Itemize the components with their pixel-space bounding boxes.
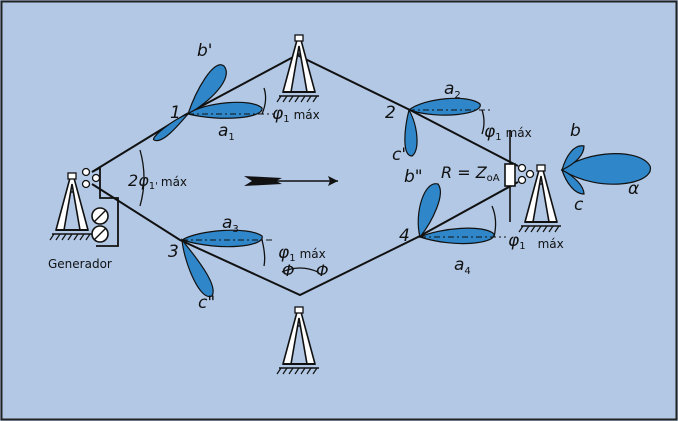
generator — [81, 166, 119, 247]
big-phi-left-label: Φ — [282, 261, 295, 280]
b-double-prime-label: b" — [404, 167, 423, 187]
termination-resistor — [504, 130, 535, 222]
alpha-label: α — [628, 179, 639, 199]
mast-bottom — [276, 306, 320, 375]
generator-label: Generador — [48, 257, 112, 271]
angle-arcs — [139, 87, 497, 273]
a1-label: a1 — [218, 121, 235, 143]
radiation-lobes — [153, 64, 651, 297]
resistor-label: R = ZoA — [441, 163, 500, 184]
a4-label: a4 — [454, 255, 471, 277]
mast-top — [276, 34, 320, 103]
node-4-label: 4 — [399, 226, 410, 246]
big-phi-right-label: Φ — [316, 261, 329, 280]
c-double-prime-label: c" — [198, 293, 215, 313]
c-prime-label: c' — [392, 145, 406, 165]
node-3-label: 3 — [168, 242, 179, 262]
node-1-label: 1 — [170, 103, 181, 123]
mast-right — [518, 164, 562, 233]
direction-arrow — [244, 176, 338, 186]
two-phi-label: 2φ1'máx — [128, 171, 187, 192]
a2-label: a2 — [444, 79, 461, 101]
c-label: c — [574, 195, 584, 215]
b-label: b — [570, 121, 581, 141]
a3-label: a3 — [222, 213, 239, 235]
node-2-label: 2 — [385, 103, 396, 123]
b-prime-label: b' — [197, 41, 212, 61]
lobe-axes — [182, 109, 506, 241]
